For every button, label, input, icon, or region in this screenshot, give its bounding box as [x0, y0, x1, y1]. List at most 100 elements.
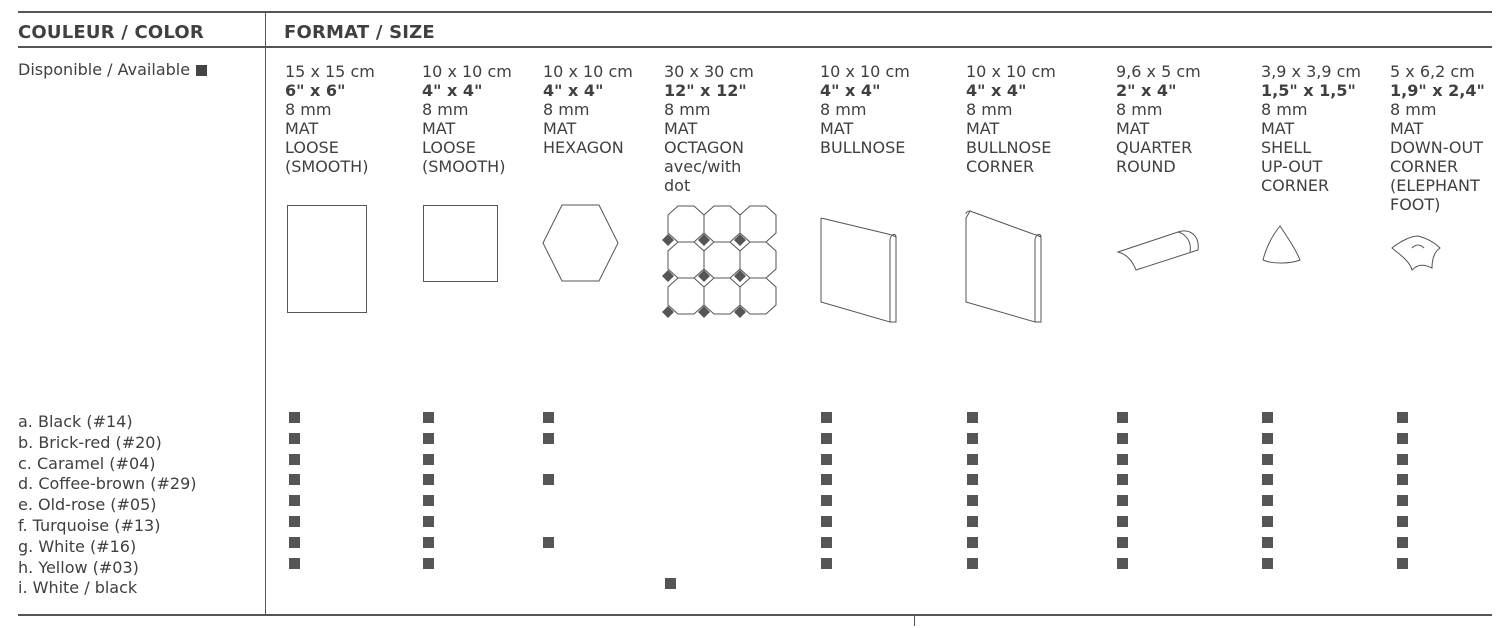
color-label: e. Old-rose (#05): [18, 495, 157, 515]
format-column: 10 x 10 cm 4" x 4" 8 mm MAT BULLNOSE: [820, 62, 910, 157]
availability-marker: [967, 432, 978, 444]
availability-marker: [1117, 495, 1128, 507]
availability-marker: [1262, 474, 1273, 486]
format-thickness: 8 mm: [285, 100, 332, 119]
availability-marker: [1117, 516, 1128, 527]
availability-marker: [1397, 432, 1408, 444]
bottom-tick: [914, 616, 915, 626]
availability-marker: [423, 516, 434, 527]
format-column: 30 x 30 cm 12" x 12" 8 mm MAT OCTAGON av…: [664, 62, 754, 195]
availability-marker: [1117, 557, 1128, 569]
availability-label: Disponible / Available: [18, 60, 208, 79]
format-name-line: (ELEPHANT: [1390, 176, 1480, 195]
format-metric: 9,6 x 5 cm: [1116, 62, 1201, 81]
format-metric: 15 x 15 cm: [285, 62, 375, 81]
format-column: 9,6 x 5 cm 2" x 4" 8 mm MAT QUARTER ROUN…: [1116, 62, 1201, 176]
format-name-line: (SMOOTH): [285, 157, 369, 176]
availability-marker: [1262, 557, 1273, 569]
top-rule: [18, 11, 1492, 13]
format-finish: MAT: [664, 119, 698, 138]
availability-marker: [967, 453, 978, 465]
availability-marker: [289, 412, 300, 423]
availability-marker: [967, 516, 978, 527]
color-label: i. White / black: [18, 578, 138, 598]
color-label: g. White (#16): [18, 536, 137, 556]
color-label: d. Coffee-brown (#29): [18, 474, 197, 494]
format-column: 5 x 6,2 cm 1,9" x 2,4" 8 mm MAT DOWN-OUT…: [1390, 62, 1485, 214]
format-thickness: 8 mm: [966, 100, 1013, 119]
format-metric: 30 x 30 cm: [664, 62, 754, 81]
format-thickness: 8 mm: [1116, 100, 1163, 119]
format-column: 10 x 10 cm 4" x 4" 8 mm MAT HEXAGON: [543, 62, 633, 157]
format-imperial: 1,5" x 1,5": [1261, 81, 1356, 100]
square-small-icon: [423, 205, 498, 282]
bullnose-corner-icon: [965, 210, 1042, 323]
availability-marker: [1262, 412, 1273, 423]
quarter-round-icon: [1116, 230, 1199, 271]
availability-marker: [967, 474, 978, 486]
availability-marker: [1397, 536, 1408, 548]
shell-corner-icon: [1262, 225, 1301, 264]
format-name-line: dot: [664, 176, 691, 195]
format-name-line: HEXAGON: [543, 138, 624, 157]
format-finish: MAT: [966, 119, 1000, 138]
format-name-line: LOOSE: [422, 138, 476, 157]
availability-marker: [1262, 432, 1273, 444]
header-rule: [18, 46, 1492, 48]
availability-marker: [1117, 536, 1128, 548]
availability-marker: [289, 432, 300, 444]
format-heading: FORMAT / SIZE: [284, 22, 435, 43]
availability-marker: [289, 474, 300, 486]
format-name-line: ROUND: [1116, 157, 1176, 176]
format-metric: 10 x 10 cm: [543, 62, 633, 81]
format-name-line: LOOSE: [285, 138, 339, 157]
format-name-line: CORNER: [1390, 157, 1459, 176]
square-large-icon: [287, 205, 367, 313]
format-column: 10 x 10 cm 4" x 4" 8 mm MAT BULLNOSE COR…: [966, 62, 1056, 176]
bottom-rule: [18, 614, 1492, 616]
format-name-line: OCTAGON: [664, 138, 744, 157]
availability-marker: [665, 578, 676, 590]
hexagon-icon: [542, 204, 619, 282]
availability-marker: [1117, 432, 1128, 444]
availability-marker: [423, 536, 434, 548]
availability-marker: [1262, 536, 1273, 548]
availability-marker: [967, 557, 978, 569]
availability-marker: [423, 453, 434, 465]
availability-marker: [1117, 453, 1128, 465]
format-name-line: UP-OUT: [1261, 157, 1323, 176]
format-finish: MAT: [285, 119, 319, 138]
format-finish: MAT: [1390, 119, 1424, 138]
format-name-line: FOOT): [1390, 195, 1441, 214]
format-name-line: QUARTER: [1116, 138, 1193, 157]
format-name-line: CORNER: [966, 157, 1035, 176]
format-name-line: BULLNOSE: [820, 138, 906, 157]
availability-marker: [821, 453, 832, 465]
availability-marker: [967, 412, 978, 423]
format-imperial: 4" x 4": [543, 81, 604, 100]
availability-marker: [1397, 557, 1408, 569]
format-thickness: 8 mm: [820, 100, 867, 119]
availability-marker: [967, 536, 978, 548]
availability-marker: [1397, 474, 1408, 486]
format-thickness: 8 mm: [422, 100, 469, 119]
availability-marker: [289, 516, 300, 527]
color-list: a. Black (#14) b. Brick-red (#20) c. Car…: [18, 412, 197, 599]
format-metric: 10 x 10 cm: [422, 62, 512, 81]
availability-marker: [1397, 516, 1408, 527]
availability-marker: [289, 536, 300, 548]
format-imperial: 4" x 4": [422, 81, 483, 100]
format-name-line: DOWN-OUT: [1390, 138, 1483, 157]
format-imperial: 4" x 4": [820, 81, 881, 100]
availability-marker: [1397, 412, 1408, 423]
availability-marker: [821, 432, 832, 444]
availability-marker: [1397, 453, 1408, 465]
format-imperial: 1,9" x 2,4": [1390, 81, 1485, 100]
availability-marker: [289, 557, 300, 569]
availability-marker: [423, 432, 434, 444]
format-name-line: avec/with: [664, 157, 742, 176]
format-column: 3,9 x 3,9 cm 1,5" x 1,5" 8 mm MAT SHELL …: [1261, 62, 1361, 195]
availability-marker: [821, 557, 832, 569]
availability-marker: [543, 536, 554, 548]
availability-marker: [967, 495, 978, 507]
